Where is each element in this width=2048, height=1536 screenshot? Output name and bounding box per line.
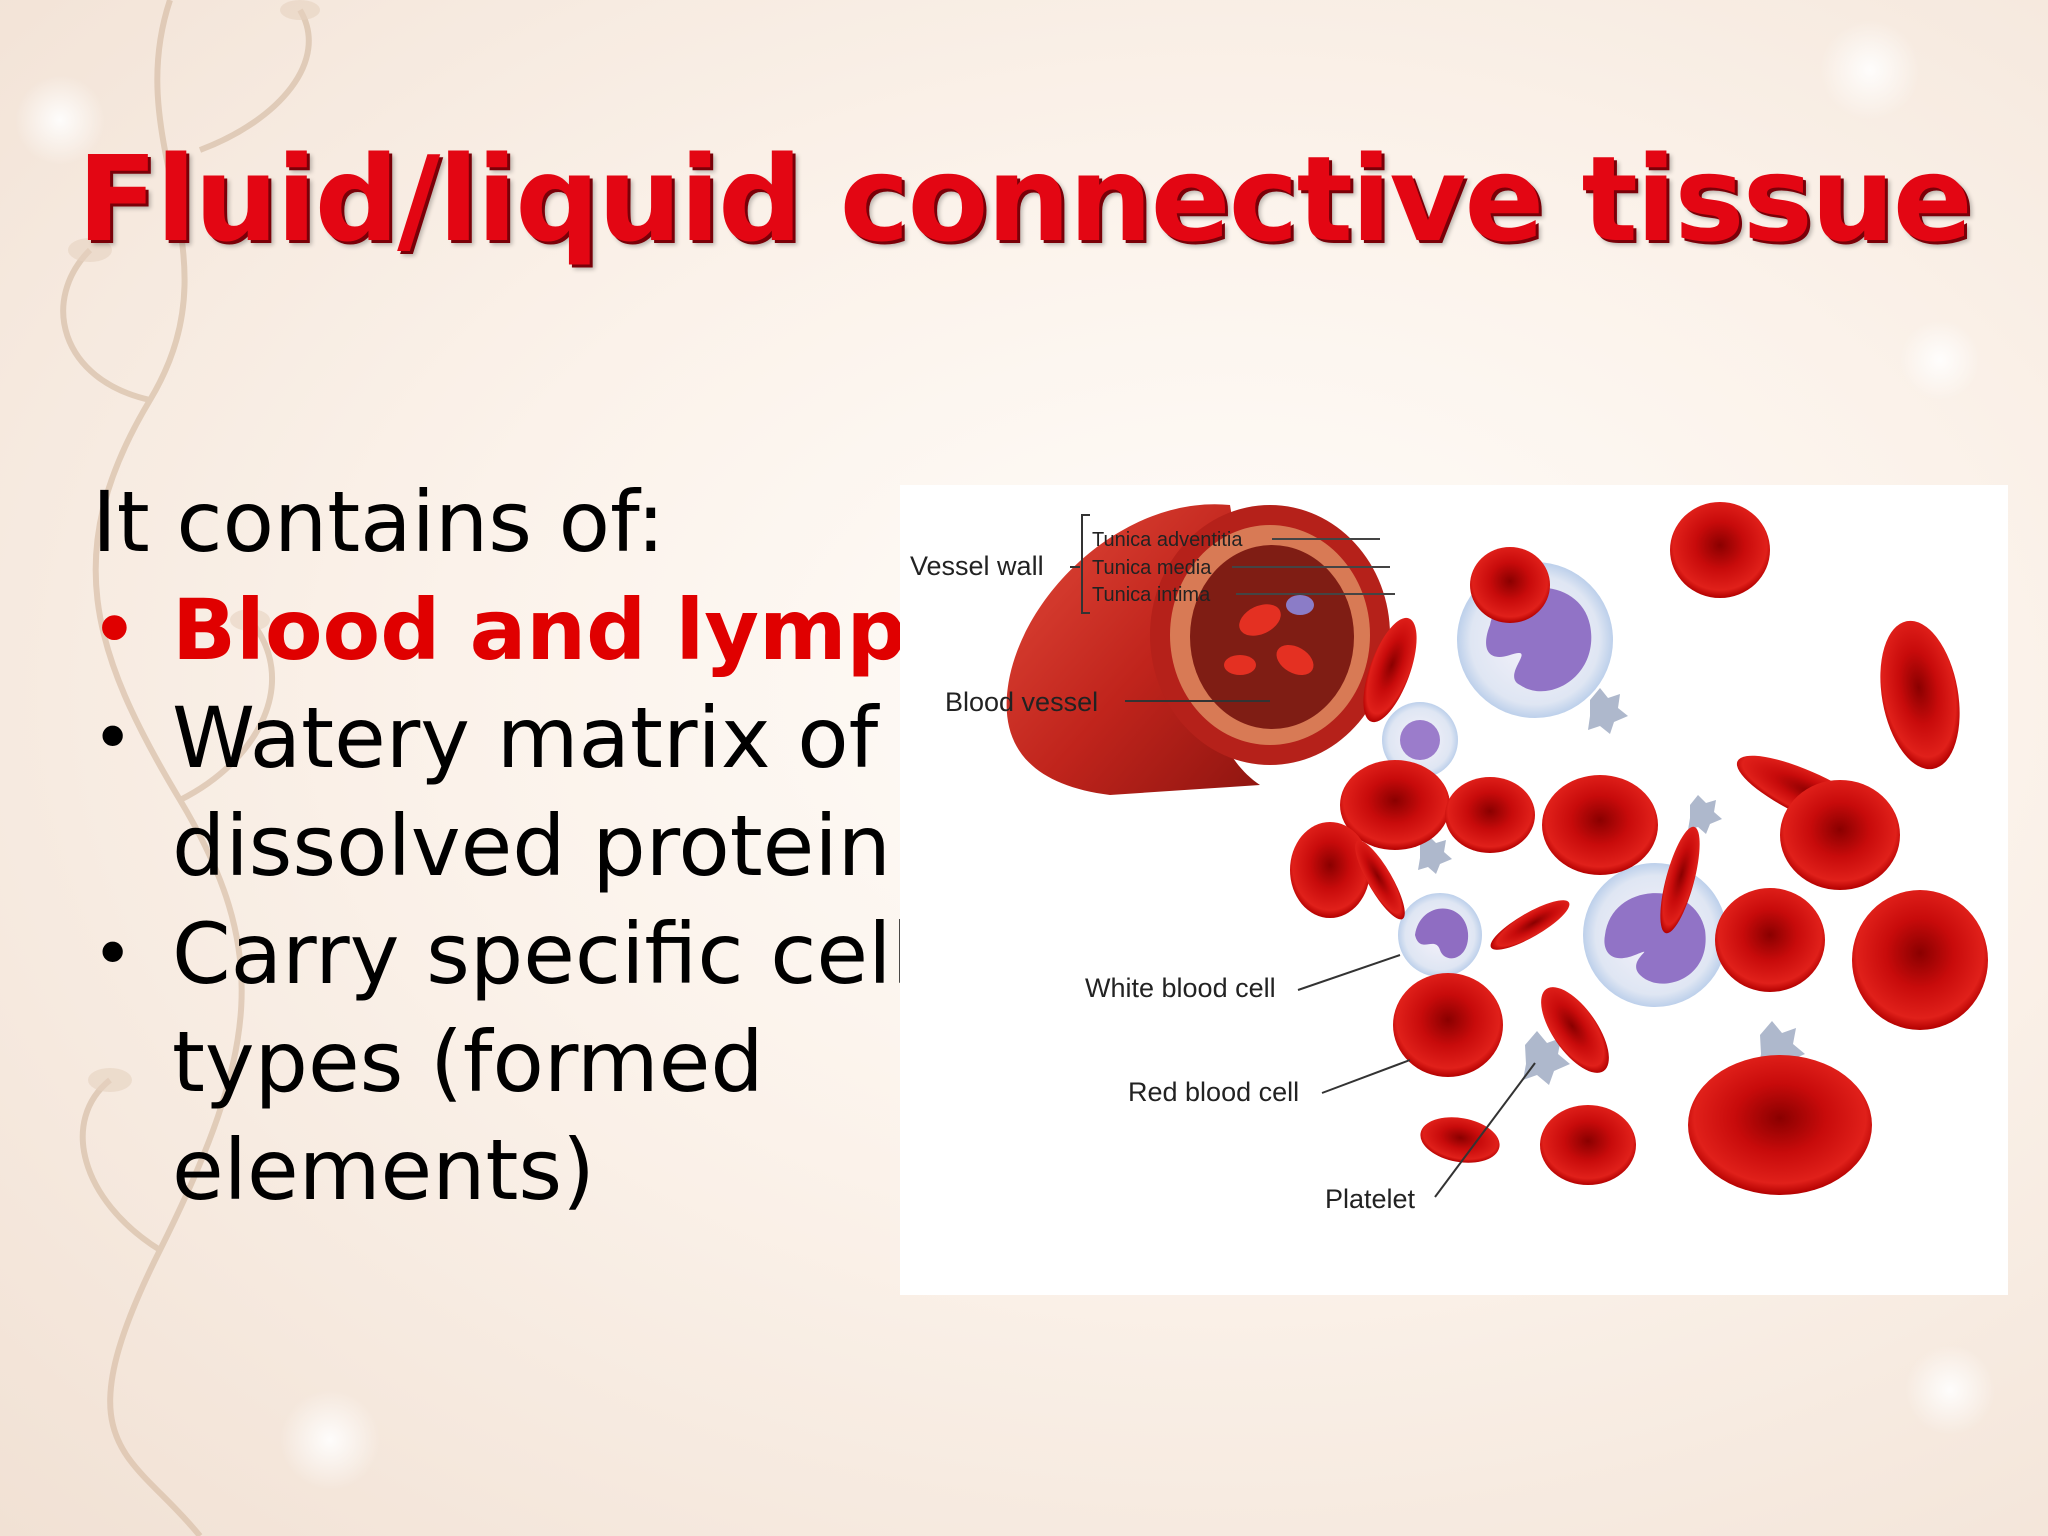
bullet-dot-icon: • [92, 913, 134, 995]
blood-vessel-shape [1006, 504, 1390, 795]
intro-text: It contains of: [92, 473, 665, 571]
blood-vessel-label: Blood vessel [945, 687, 1098, 717]
bullet-text: elements) [172, 1121, 595, 1219]
red-blood-cells [1290, 502, 1988, 1195]
bullet-dot-icon: • [92, 589, 137, 671]
white-blood-cell-label: White blood cell [1085, 973, 1276, 1003]
bullet-text: Blood and lymph [172, 581, 902, 679]
bullet-text: Watery matrix of [172, 689, 879, 787]
bullet-text: dissolved protein [172, 797, 891, 895]
red-blood-cell-label: Red blood cell [1128, 1077, 1299, 1107]
bullet-text: types (formed [172, 1013, 764, 1111]
bullet-item: • Carry specific cell types (formed elem… [92, 900, 902, 1224]
bullet-text: Carry specific cell [172, 905, 902, 1003]
layer-label: Tunica intima [1092, 584, 1211, 606]
bullet-item: • Watery matrix of dissolved protein [92, 684, 902, 900]
slide-body: It contains of: • Blood and lymph • Wate… [92, 468, 902, 1288]
bullet-list: • Blood and lymph • Watery matrix of dis… [92, 576, 902, 1224]
bullet-dot-icon: • [92, 697, 134, 779]
white-blood-cells [1382, 562, 1727, 1007]
blood-vessel-diagram: Vessel wall Tunica adventitia Tunica med… [900, 485, 2008, 1295]
layer-label: Tunica adventitia [1092, 529, 1243, 551]
bullet-item: • Blood and lymph [92, 576, 902, 684]
platelet-label: Platelet [1325, 1184, 1416, 1214]
slide-title: Fluid/liquid connective tissue [77, 130, 1973, 268]
vessel-wall-label: Vessel wall [910, 551, 1044, 581]
layer-label: Tunica media [1092, 557, 1212, 579]
